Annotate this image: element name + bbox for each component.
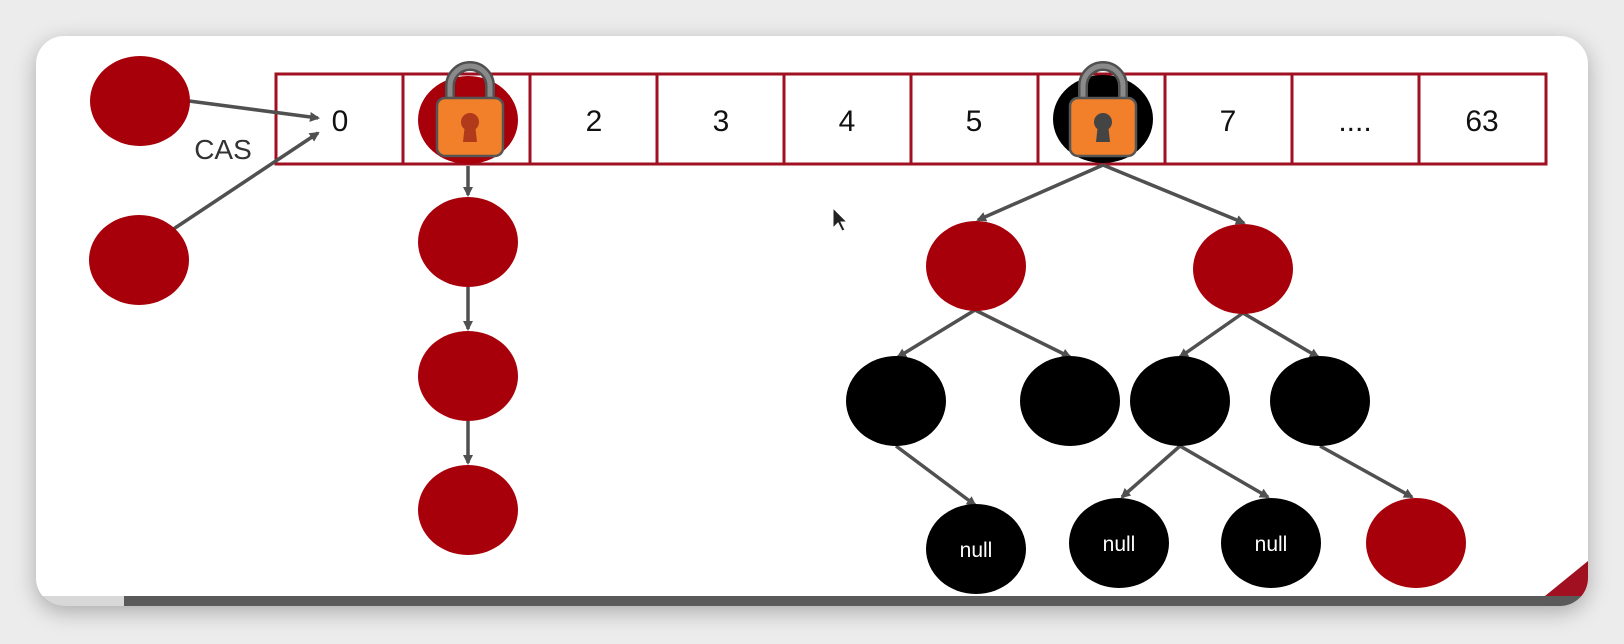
concurrent-hashmap-diagram: 0 2 3 4 5 7 .... 63 xyxy=(36,56,1588,606)
tree-node-red xyxy=(1193,224,1293,314)
array-cell-9 xyxy=(1417,72,1548,166)
tree-edge xyxy=(1120,444,1182,499)
array-cell-7 xyxy=(1163,72,1294,166)
array-cell-label-4: 4 xyxy=(839,105,856,138)
cas-node-bottom xyxy=(89,215,189,305)
array-cell-label-2: 2 xyxy=(586,105,603,138)
null-label: null xyxy=(1255,533,1288,556)
bucket-6-red-black-tree: null null null xyxy=(846,163,1466,594)
tree-edge xyxy=(1102,163,1246,225)
array-cell-label-8: .... xyxy=(1338,105,1371,138)
array-cell-8 xyxy=(1290,72,1421,166)
array-cell-label-7: 7 xyxy=(1220,105,1237,138)
tree-edge xyxy=(976,163,1104,222)
tree-edge xyxy=(1179,444,1270,499)
array-cell-label-9: 63 xyxy=(1465,105,1498,138)
tree-node-black xyxy=(1130,356,1230,446)
tree-leaf-null xyxy=(926,504,1026,594)
corner-accent xyxy=(1545,561,1588,596)
slide-canvas: 0 2 3 4 5 7 .... 63 xyxy=(36,36,1588,606)
lock-icon xyxy=(1068,61,1138,158)
tree-edge xyxy=(974,308,1072,359)
cas-node-top xyxy=(90,56,190,146)
tree-node-red xyxy=(926,221,1026,311)
tree-node-black xyxy=(1020,356,1120,446)
tree-edge xyxy=(1178,311,1245,359)
tree-edge xyxy=(894,444,977,507)
array-cell-label-0: 0 xyxy=(332,105,349,138)
tree-edge xyxy=(1242,311,1320,359)
tree-leaf-red xyxy=(1366,498,1466,588)
array-cell-0 xyxy=(274,72,405,166)
tree-node-black xyxy=(846,356,946,446)
tree-leaf-null xyxy=(1069,498,1169,588)
tree-leaf-null xyxy=(1221,498,1321,588)
bottom-scrollbar[interactable] xyxy=(36,596,1588,606)
list-node-1 xyxy=(418,197,518,287)
null-label: null xyxy=(960,539,993,562)
tree-edge xyxy=(1319,444,1414,499)
array-cell-4 xyxy=(782,72,913,166)
tree-edge xyxy=(896,308,976,359)
cas-competitors: CAS xyxy=(89,56,320,305)
null-label: null xyxy=(1103,533,1136,556)
cas-arrow-bottom xyxy=(171,131,320,232)
list-node-3 xyxy=(418,465,518,555)
mouse-pointer-icon xyxy=(832,206,849,232)
array-cell-label-5: 5 xyxy=(966,105,983,138)
array-cell-2 xyxy=(528,72,659,166)
array-cell-label-3: 3 xyxy=(713,105,730,138)
cas-arrow-top xyxy=(188,99,320,122)
list-node-2 xyxy=(418,331,518,421)
bucket-1-linked-list xyxy=(418,166,518,555)
lock-icon xyxy=(435,61,505,158)
tree-node-black xyxy=(1270,356,1370,446)
bottom-scrollbar-start xyxy=(36,596,124,606)
array-cell-5 xyxy=(909,72,1040,166)
cas-label: CAS xyxy=(194,134,252,165)
